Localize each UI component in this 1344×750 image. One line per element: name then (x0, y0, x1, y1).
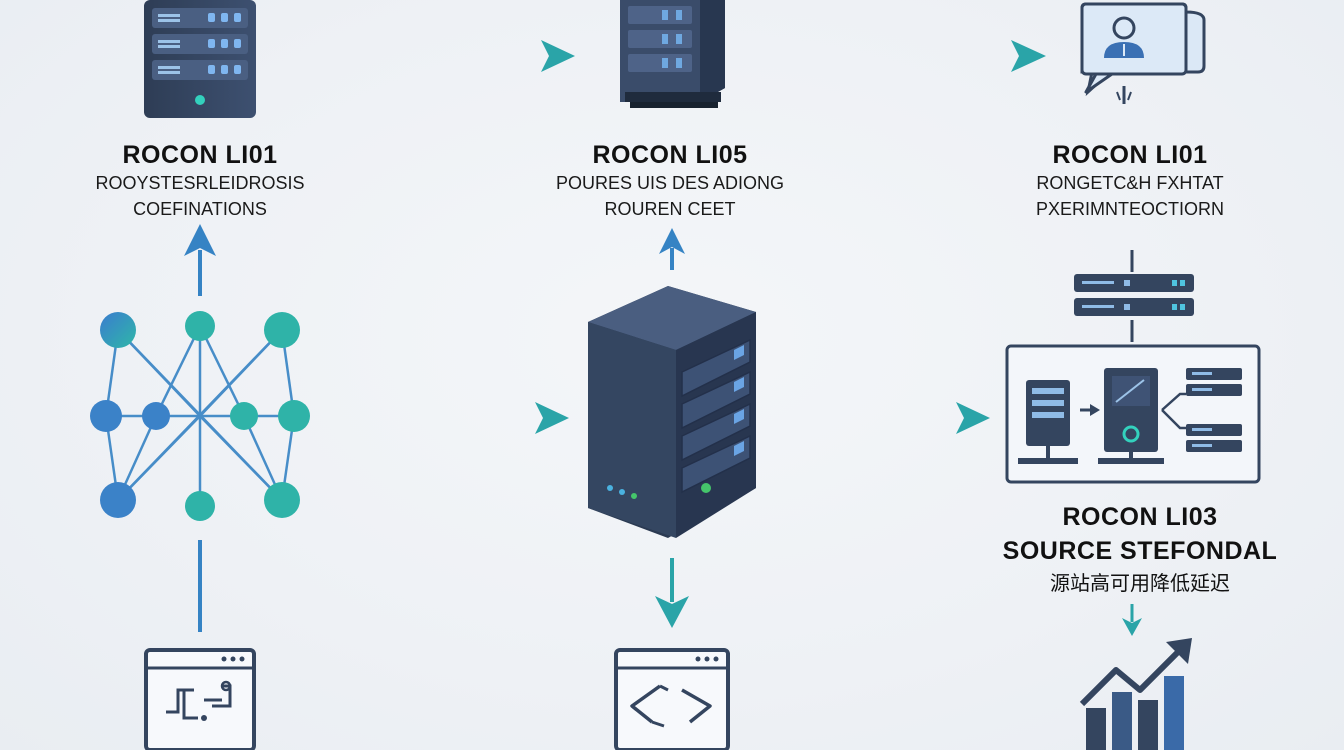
code-window-icon (144, 648, 256, 750)
server-tower-icon (620, 0, 725, 108)
arrow-center-down (655, 558, 689, 628)
user-chat-icon (1080, 2, 1206, 104)
node-description: PXERIMNTEOCTIORN (1035, 199, 1224, 219)
node-description: COEFINATIONS (133, 199, 267, 219)
code-window-icon (614, 648, 730, 750)
node-subtitle: SOURCE STEFONDAL (1002, 537, 1278, 565)
server-icon (144, 0, 256, 118)
node-label-bottom-right: ROCON LI03 SOURCE STEFONDAL 源站高可用降低延迟 (960, 500, 1320, 598)
network-graph-icon (90, 311, 310, 521)
node-label-top-left: ROCON LI01 ROOYSTESRLEIDROSIS COEFINATIO… (60, 140, 340, 221)
node-description: POURES UIS DES ADIONG (555, 173, 785, 193)
arrow-right-down (1122, 604, 1142, 636)
node-description-cjk: 源站高可用降低延迟 (1050, 571, 1230, 595)
arrow-top-left-to-center (286, 40, 575, 72)
arrow-server-to-pipeline (778, 402, 990, 434)
arrow-network-to-server (332, 402, 569, 434)
growth-chart-icon (1079, 638, 1192, 750)
node-title: ROCON LI01 (122, 141, 278, 169)
node-title: ROCON LI03 (1062, 503, 1218, 531)
server-rack-icon (588, 286, 756, 538)
node-description: RONGETC&H FXHTAT (1036, 173, 1224, 193)
node-title: ROCON LI05 (592, 141, 748, 169)
node-label-top-center: ROCON LI05 POURES UIS DES ADIONG ROUREN … (530, 140, 810, 221)
arrow-network-up (184, 224, 216, 296)
server-icon (1074, 274, 1194, 316)
data-pipeline-icon (1005, 344, 1261, 484)
node-description: ROOYSTESRLEIDROSIS (95, 173, 305, 193)
node-label-top-right: ROCON LI01 RONGETC&H FXHTAT PXERIMNTEOCT… (990, 140, 1270, 221)
node-title: ROCON LI01 (1052, 141, 1208, 169)
arrow-center-up (659, 228, 685, 270)
arrow-top-center-to-right (766, 40, 1046, 72)
node-description: ROUREN CEET (604, 199, 736, 219)
